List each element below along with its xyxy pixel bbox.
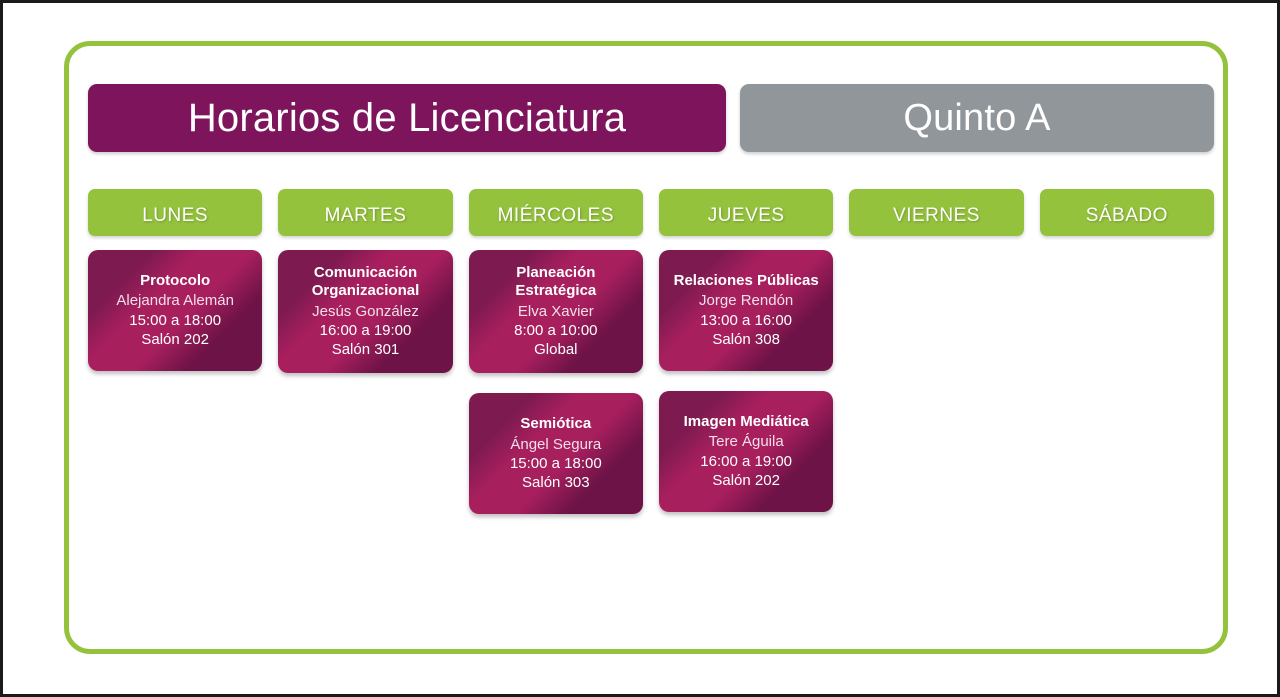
class-subject: Protocolo — [140, 272, 211, 290]
day-header-lunes[interactable]: Lunes — [88, 189, 263, 236]
class-subject: Imagen Mediática — [683, 413, 809, 431]
class-room: Salón 301 — [331, 340, 400, 358]
day-header-miercoles[interactable]: Miércoles — [468, 189, 643, 236]
class-time: 15:00 a 18:00 — [509, 454, 602, 472]
class-teacher: Alejandra Alemán — [116, 292, 234, 310]
day-header-jueves[interactable]: Jueves — [658, 189, 834, 236]
class-room: Global — [534, 340, 578, 358]
class-subject: Semiótica — [520, 415, 592, 433]
day-column-viernes: Viernes — [849, 189, 1024, 629]
class-time: 16:00 a 19:00 — [319, 321, 412, 339]
day-header-sabado[interactable]: Sábado — [1039, 189, 1214, 236]
class-subject: Relaciones Públicas — [673, 272, 819, 290]
class-time: 15:00 a 18:00 — [129, 311, 222, 329]
class-room: Salón 202 — [712, 471, 780, 489]
day-header-viernes[interactable]: Viernes — [849, 189, 1024, 236]
class-teacher: Jorge Rendón — [699, 292, 794, 310]
class-room: Salón 308 — [712, 330, 780, 348]
class-teacher: Tere Águila — [708, 433, 784, 451]
class-time: 13:00 a 16:00 — [700, 311, 793, 329]
class-time: 16:00 a 19:00 — [700, 452, 793, 470]
class-teacher: Ángel Segura — [510, 435, 602, 453]
class-time: 8:00 a 10:00 — [514, 321, 598, 339]
class-subject: Comunicación Organizacional — [311, 264, 420, 300]
day-header-martes[interactable]: Martes — [278, 189, 453, 236]
group-badge: Quinto A — [740, 84, 1214, 152]
class-teacher: Jesús González — [312, 302, 419, 320]
class-subject: Planeación Estratégica — [515, 264, 597, 300]
schedule-frame: Horarios de Licenciatura Quinto A LunesP… — [64, 41, 1228, 654]
page-title: Horarios de Licenciatura — [88, 84, 726, 152]
day-column-sabado: Sábado — [1039, 189, 1214, 629]
header-row: Horarios de Licenciatura Quinto A — [88, 84, 1214, 152]
class-room: Salón 303 — [522, 473, 590, 491]
class-room: Salón 202 — [141, 330, 209, 348]
class-teacher: Elva Xavier — [517, 302, 594, 320]
